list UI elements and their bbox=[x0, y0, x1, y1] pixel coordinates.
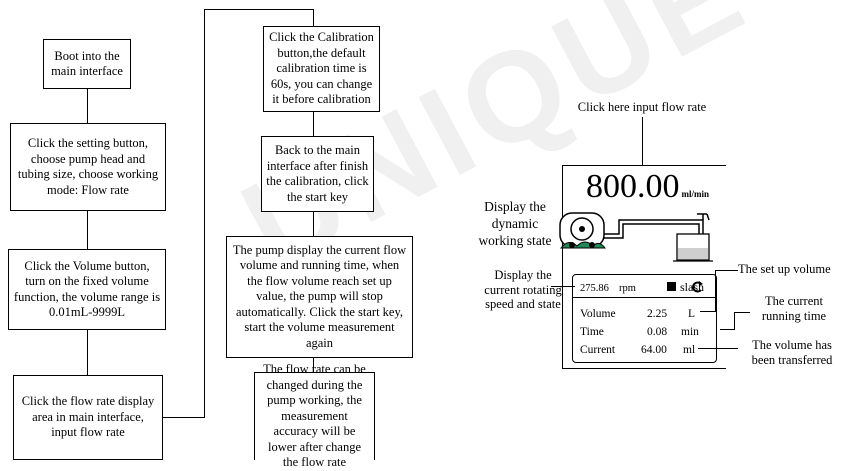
rotation-arrow-icon bbox=[692, 281, 703, 293]
volume-unit: L bbox=[688, 308, 696, 320]
current-unit: ml bbox=[683, 344, 696, 356]
connector bbox=[87, 89, 89, 123]
step-boot: Boot into the main interface bbox=[43, 39, 131, 89]
step-calibration: Click the Calibration button,the default… bbox=[263, 26, 380, 112]
annotation-dynamic-state: Display the dynamic working state bbox=[478, 199, 552, 248]
connector bbox=[313, 9, 315, 26]
step-flowrate: Click the flow rate display area in main… bbox=[13, 375, 163, 460]
connector bbox=[313, 112, 315, 136]
connector bbox=[87, 211, 89, 249]
step-settings: Click the setting button, choose pump he… bbox=[10, 123, 166, 211]
leader-line bbox=[551, 286, 575, 288]
panel-divider bbox=[573, 297, 716, 298]
leader-line bbox=[734, 312, 750, 314]
step-volume-text: Click the Volume button, turn on the fix… bbox=[13, 258, 161, 320]
leader-line bbox=[720, 329, 734, 331]
leader-line bbox=[734, 312, 736, 330]
flow-rate-value: 800.00 bbox=[586, 168, 680, 205]
annotation-running-time: The current running time bbox=[761, 294, 827, 323]
step-display-volume-text: The pump display the current flow volume… bbox=[232, 242, 407, 350]
time-value: 0.08 bbox=[647, 326, 668, 338]
current-label: Current bbox=[580, 344, 616, 356]
connector bbox=[313, 358, 315, 372]
step-volume: Click the Volume button, turn on the fix… bbox=[8, 249, 166, 330]
step-boot-text: Boot into the main interface bbox=[51, 48, 123, 79]
time-label: Time bbox=[580, 326, 604, 338]
step-change-flow: The flow rate can be changed during the … bbox=[254, 362, 375, 469]
volume-value: 2.25 bbox=[647, 308, 668, 320]
volume-label: Volume bbox=[580, 308, 616, 320]
connector bbox=[313, 212, 315, 236]
connector bbox=[204, 9, 206, 418]
status-panel bbox=[572, 274, 717, 363]
leader-line bbox=[698, 348, 738, 350]
stop-square-icon bbox=[667, 282, 676, 291]
step-back-main: Back to the main interface after finish … bbox=[261, 136, 374, 212]
annotation-setup-volume: The set up volume bbox=[738, 262, 831, 276]
leader-line bbox=[715, 270, 717, 311]
step-flowrate-text: Click the flow rate display area in main… bbox=[21, 394, 155, 440]
rpm-value: 275.86 bbox=[580, 283, 609, 294]
device-screen bbox=[562, 165, 726, 369]
time-unit: min bbox=[681, 326, 699, 338]
step-settings-text: Click the setting button, choose pump he… bbox=[17, 136, 159, 197]
step-display-volume: The pump display the current flow volume… bbox=[226, 236, 413, 358]
annotation-flow-rate: Click here input flow rate bbox=[577, 100, 707, 114]
connector bbox=[204, 9, 314, 11]
annotation-transferred: The volume has been transferred bbox=[751, 338, 833, 367]
current-value: 64.00 bbox=[641, 344, 667, 356]
rpm-unit: rpm bbox=[619, 283, 636, 294]
step-calibration-text: Click the Calibration button,the default… bbox=[269, 30, 374, 107]
step-change-flow-text: The flow rate can be changed during the … bbox=[263, 362, 366, 470]
state-slash: slash bbox=[680, 280, 704, 294]
connector bbox=[87, 330, 89, 375]
annotation-rotating: Display the current rotating speed and s… bbox=[484, 268, 562, 311]
step-back-main-text: Back to the main interface after finish … bbox=[266, 143, 369, 204]
flow-rate-unit: ml/min bbox=[681, 189, 710, 199]
connector bbox=[163, 417, 205, 419]
leader-line bbox=[642, 117, 644, 172]
leader-line bbox=[700, 311, 716, 313]
pump-illustration bbox=[559, 212, 713, 262]
leader-line bbox=[715, 270, 738, 272]
